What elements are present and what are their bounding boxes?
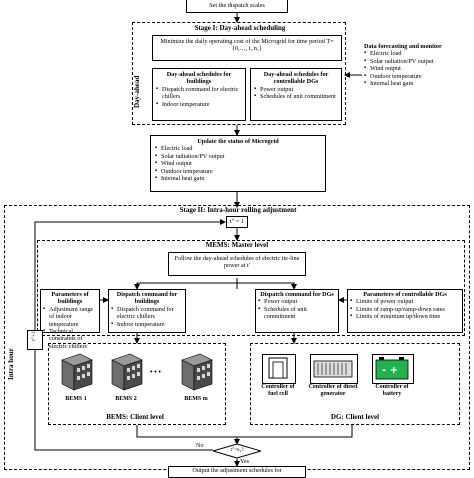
list-item: Indoor temperature [156,101,242,109]
stage1-title: Stage I: Day-ahead scheduling [194,24,286,32]
day-ahead-dgs-title: Day-ahead schedules for controllable DGs [263,71,329,86]
list-item: Limits of ramp-up/ramp-down rates [350,306,460,314]
list-item: Solar radiation/PV output [364,58,470,66]
bems-label: BEMS 2 [115,396,137,402]
arrow-bems-decision [136,425,240,445]
list-item: Wind output [364,65,470,73]
params-buildings-box: Parameters of buildings Adjustment range… [40,289,100,350]
list-item: Schedules of unit commitment [254,93,338,101]
bems-ellipsis: • • • [150,368,161,376]
stage1-side-label: Day-ahead [133,75,141,108]
dispatch-dgs-title: Dispatch command for DGs [260,291,334,298]
decision-label: t′′=n₂? [230,448,244,453]
building-icon [111,353,143,391]
list-item: Electric load [364,50,470,58]
arrow-loop-up [34,219,226,330]
bems-client-label: BEMS: Client level [106,413,164,421]
controller-label: Controller of fuel cell [261,384,295,397]
list-item: Power output [258,298,336,306]
list-item: Outdoor temperature [364,73,470,81]
list-item: Internal heat gain [364,80,470,88]
init-label: t′′ = 1 [229,218,245,225]
list-item: Outdoor temperature [155,168,321,176]
bems-label: BEMS 1 [65,396,87,402]
list-item: Technical constraints of electric chille… [43,328,97,350]
building-icon [61,353,93,391]
params-dgs-box: Parameters of controllable DGs Limits of… [347,289,463,333]
mems-follow-text: Follow the day-ahead schedules of electr… [174,255,300,270]
mems-master-frame [37,240,465,336]
update-status-box: Update the status of Microgrid Electric … [150,135,326,192]
bems-row: BEMS 1 BEMS 2 • • • BEMS m [56,350,221,404]
list-item: Power output [254,86,338,94]
objective-box: Minimize the daily operating cost of the… [152,35,342,61]
dispatch-buildings-title: Dispatch command for buildings [116,291,178,306]
set-scales-label: Set the dispatch scales [209,2,265,9]
dg-client-frame [250,343,460,425]
forecast-box: Data forecasting and monitor Electric lo… [362,42,472,104]
diesel-generator-icon [310,354,358,384]
arrow-dg-decision [237,425,353,438]
increment-box: t′′+1 [27,330,43,350]
fuel-cell-icon [262,354,296,384]
bems-label: BEMS m [184,396,208,402]
mems-title: MEMS: Master level [205,241,269,249]
list-item: Internal heat gain [155,175,321,183]
battery-controller: - + Controller of battery [368,354,416,414]
list-item: Adjustment range of indoor temperature [43,306,97,328]
list-item: Solar radiation/PV output [155,153,321,161]
day-ahead-buildings-box: Day-ahead schedules for buildings Dispat… [152,68,246,121]
dispatch-dgs-box: Dispatch command for DGs Power output Sc… [255,289,339,333]
fuel-cell-controller: Controller of fuel cell [258,354,298,414]
bems-unit-2: BEMS 2 [108,350,144,402]
mems-follow-box: Follow the day-ahead schedules of electr… [168,252,306,276]
init-box: t′′ = 1 [226,216,248,228]
battery-icon: - + [372,354,414,384]
set-scales-box: Set the dispatch scales [186,0,288,13]
forecast-title: Data forecasting and monitor [364,43,442,50]
list-item: Wind output [155,160,321,168]
output-text: Output the adjustment schedules for [192,467,282,474]
list-item: Limits of minimum up/down time [350,313,460,321]
update-status-title: Update the status of Microgrid [197,138,279,145]
list-item: Dispatch command for electric chillers [156,86,242,101]
stage2-title: Stage II: Intra-hour rolling adjustment [179,206,297,214]
list-item: Indoor temperature [111,321,183,329]
controller-label: Controller of diesel generator [308,384,358,397]
dg-client-label: DG: Client level [330,413,380,421]
dispatch-buildings-box: Dispatch command for buildings Dispatch … [108,289,186,333]
stage1-frame [132,22,346,125]
list-item: Dispatch command for electric chillers [111,306,183,321]
no-label: No [196,442,204,449]
objective-text: Minimize the daily operating cost of the… [160,38,334,53]
arrow-no-loop [34,350,213,451]
list-item: Electric load [155,145,321,153]
increment-label: t′′+1 [31,331,38,341]
building-icon [181,353,213,391]
controller-label: Controller of battery [375,384,409,397]
params-buildings-title: Parameters of buildings [51,291,89,306]
diesel-controller: Controller of diesel generator [306,354,360,414]
bems-unit-m: BEMS m [178,350,214,402]
params-dgs-title: Parameters of controllable DGs [363,291,447,298]
day-ahead-dgs-box: Day-ahead schedules for controllable DGs… [250,68,342,121]
list-item: Limits of power output [350,298,460,306]
bems-client-frame [48,343,226,425]
bems-unit-1: BEMS 1 [58,350,94,402]
day-ahead-buildings-title: Day-ahead schedules for buildings [166,71,232,86]
output-box: Output the adjustment schedules for [168,466,306,478]
arrow-to-dispatch-buildings [134,282,237,290]
svg-text:- +: - + [382,365,398,376]
decision-diamond [213,444,261,458]
arrow-to-dispatch-dgs [237,282,297,290]
stage2-side-label: Intra hour [7,348,15,380]
yes-label: Yes [240,458,250,465]
list-item: Schedules of unit commitment [258,306,336,321]
